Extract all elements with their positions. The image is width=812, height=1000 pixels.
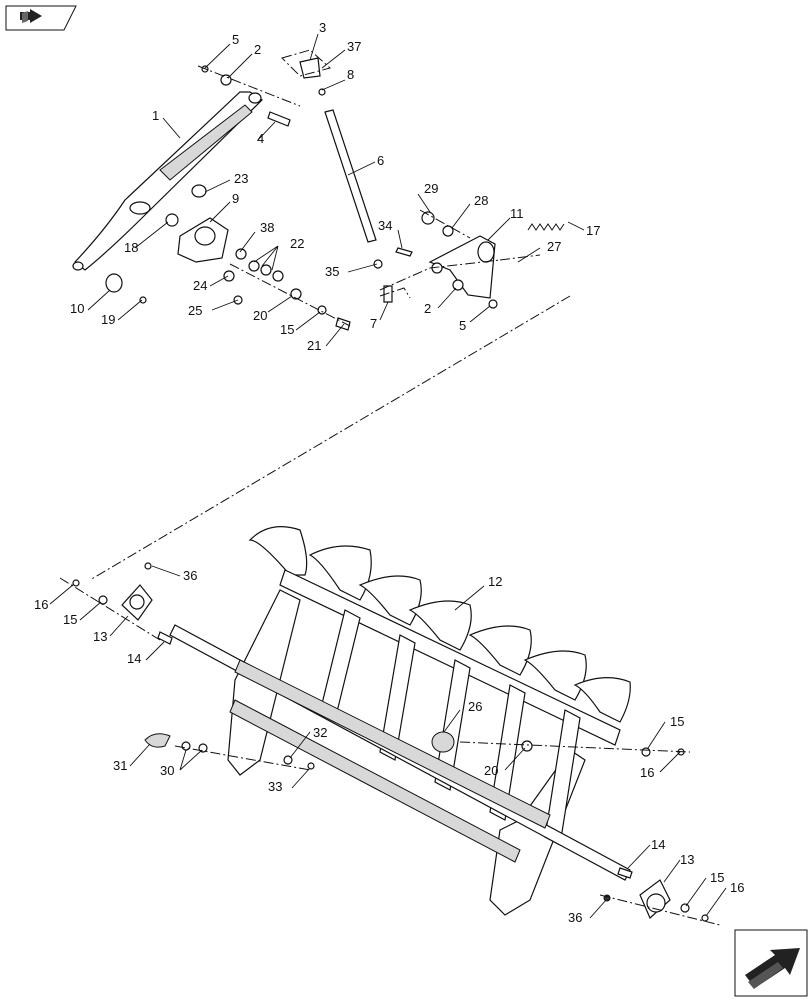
callout-3: 3 [319,20,326,35]
reel-assembly-12 [121,526,671,920]
rod-part-6 [324,109,377,243]
callout-34: 34 [378,218,392,233]
callout-labels: 5 2 3 37 8 1 4 6 23 9 29 28 11 17 34 38 … [34,20,744,925]
callout-15-d: 15 [710,870,724,885]
callout-12: 12 [488,574,502,589]
bracket-part-9 [177,184,229,263]
callout-35: 35 [325,264,339,279]
callout-22: 22 [290,236,304,251]
callout-23: 23 [234,171,248,186]
callout-15-c: 15 [670,714,684,729]
callout-20: 20 [253,308,267,323]
book-arrow-icon[interactable] [5,5,77,31]
callout-38: 38 [260,220,274,235]
callout-8: 8 [347,67,354,82]
callout-31: 31 [113,758,127,773]
callout-16: 16 [34,597,48,612]
callout-20-b: 20 [484,763,498,778]
callout-36-b: 36 [568,910,582,925]
callout-5-b: 5 [459,318,466,333]
callout-24: 24 [193,278,207,293]
callout-15-b: 15 [63,612,77,627]
callout-1: 1 [152,108,159,123]
callout-14: 14 [127,651,141,666]
callout-15: 15 [280,322,294,337]
callout-36: 36 [183,568,197,583]
next-page-arrow-icon[interactable] [734,929,808,997]
callout-5: 5 [232,32,239,47]
small-hardware [105,65,498,331]
arm-part-1 [72,91,263,271]
spring-part-17 [527,223,565,231]
assembly-center-lines-upper [89,49,571,581]
callout-25: 25 [188,303,202,318]
callout-33: 33 [268,779,282,794]
callout-26: 26 [468,699,482,714]
assembly-center-lines-lower [59,577,721,926]
callout-9: 9 [232,191,239,206]
callout-16-c: 16 [730,880,744,895]
clevis-part-3 [299,57,321,79]
callout-13-b: 13 [680,852,694,867]
pin-part-4 [267,111,291,127]
callout-11: 11 [510,206,524,221]
callout-19: 19 [101,312,115,327]
callout-30: 30 [160,763,174,778]
callout-16-b: 16 [640,765,654,780]
callout-13: 13 [93,629,107,644]
callout-leaders [49,33,727,919]
callout-4: 4 [257,131,264,146]
bracket-part-11 [428,235,496,299]
callout-28: 28 [474,193,488,208]
callout-17: 17 [586,223,600,238]
callout-7: 7 [370,316,377,331]
callout-2-b: 2 [424,301,431,316]
callout-29: 29 [424,181,438,196]
callout-37: 37 [347,39,361,54]
callout-10: 10 [70,301,84,316]
callout-14-b: 14 [651,837,665,852]
callout-21: 21 [307,338,321,353]
callout-27: 27 [547,239,561,254]
callout-32: 32 [313,725,327,740]
callout-18: 18 [124,240,138,255]
callout-2: 2 [254,42,261,57]
callout-6: 6 [377,153,384,168]
